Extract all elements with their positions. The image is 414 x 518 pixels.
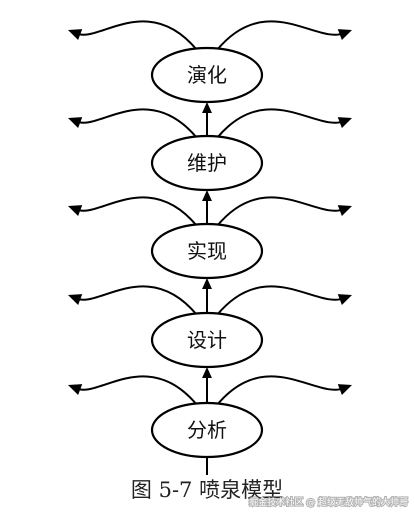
stage-node: 实现 (150, 222, 264, 280)
up-arrowhead (202, 190, 212, 201)
right-arrow-curve (216, 108, 345, 139)
side-arrows (68, 20, 352, 406)
left-arrowhead (68, 205, 83, 217)
left-arrowhead (68, 29, 83, 41)
stage-ellipse (150, 401, 264, 459)
up-arrowhead (202, 278, 212, 289)
stage-label: 演化 (187, 63, 227, 87)
stage-ellipse (150, 222, 264, 280)
left-arrow-curve (75, 375, 198, 406)
upward-arrows (202, 102, 212, 475)
stage-node: 分析 (150, 401, 264, 459)
stage-ellipse (150, 46, 264, 104)
stage-ellipse (150, 134, 264, 192)
left-arrowhead (68, 117, 83, 129)
left-arrow-curve (75, 285, 198, 316)
left-arrowhead (68, 294, 83, 306)
stage-label: 实现 (187, 239, 227, 263)
stage-node: 维护 (150, 134, 264, 192)
figure-caption: 图 5-7 喷泉模型 (131, 478, 283, 502)
right-arrowhead (337, 384, 352, 396)
stage-node: 设计 (150, 311, 264, 369)
right-arrow-curve (216, 20, 345, 51)
stage-label: 设计 (187, 328, 227, 352)
up-arrowhead (202, 102, 212, 113)
right-arrowhead (337, 29, 352, 41)
left-arrow-curve (75, 20, 198, 51)
right-arrow-curve (216, 196, 345, 227)
right-arrowhead (337, 294, 352, 306)
watermark-outline: 掘金技术社区 @ 超级无敌帅气的大帅哥 (249, 496, 408, 508)
right-arrow-curve (216, 375, 345, 406)
stage-label: 维护 (187, 151, 227, 175)
watermark-text: 掘金技术社区 @ 超级无敌帅气的大帅哥 (249, 496, 408, 508)
left-arrow-curve (75, 108, 198, 139)
stage-ellipse (150, 311, 264, 369)
left-arrow-curve (75, 196, 198, 227)
up-arrowhead (202, 367, 212, 378)
right-arrowhead (337, 205, 352, 217)
right-arrowhead (337, 117, 352, 129)
right-arrow-curve (216, 285, 345, 316)
left-arrowhead (68, 384, 83, 396)
stage-node: 演化 (150, 46, 264, 104)
stage-label: 分析 (187, 418, 227, 442)
